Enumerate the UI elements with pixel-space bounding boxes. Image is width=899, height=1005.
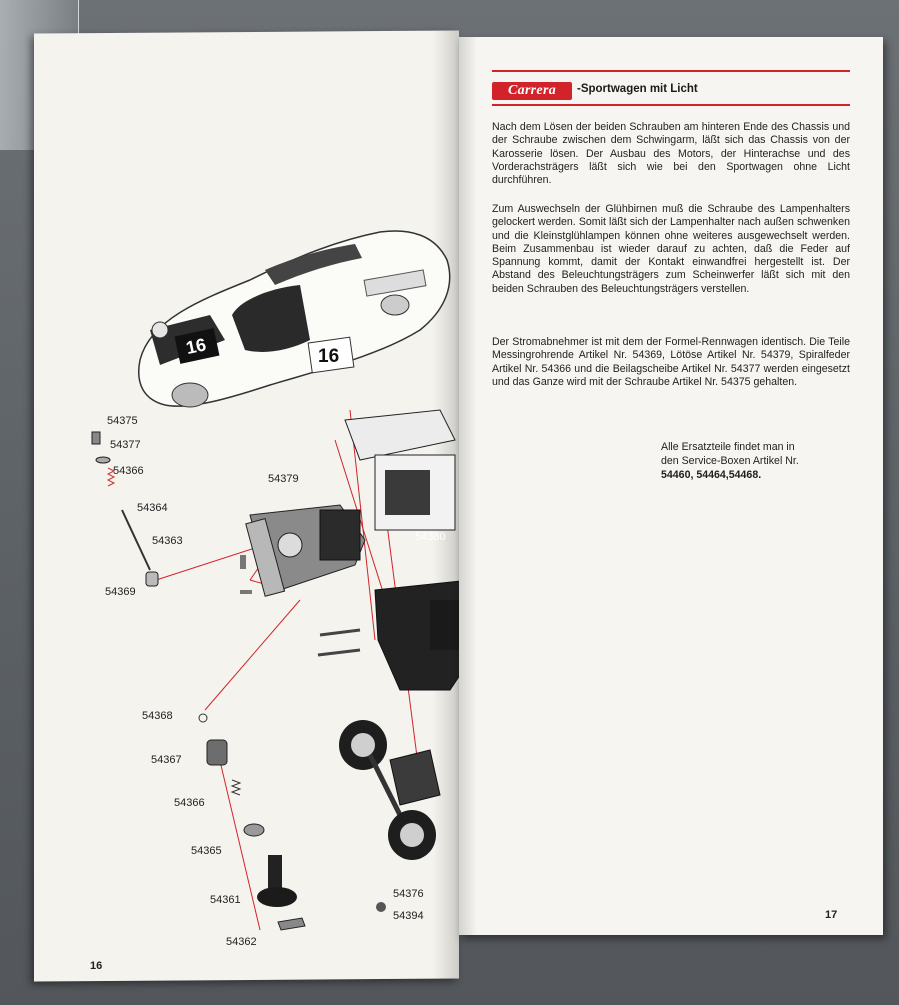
- car-body-illustration: 16 16: [138, 230, 451, 408]
- part-label-54375: 54375: [107, 415, 138, 427]
- rear-axle-illustration: [339, 720, 441, 912]
- part-label-54377: 54377: [110, 439, 141, 451]
- part-label-54363: 54363: [152, 535, 183, 547]
- header-rule-bottom: [492, 104, 850, 106]
- header-rule-top: [492, 70, 850, 72]
- car-number-front: 16: [184, 334, 208, 358]
- paragraph-chassis-removal: Nach dem Lösen der beiden Schrauben am h…: [492, 121, 850, 187]
- page-number-left: 16: [90, 960, 103, 972]
- part-label-54369: 54369: [105, 586, 136, 598]
- small-parts-column: [91, 431, 159, 587]
- spares-note-article-numbers: 54460, 54464,54468.: [661, 469, 762, 481]
- part-label-54367: 54367: [151, 754, 182, 766]
- part-label-54361: 54361: [210, 894, 241, 906]
- part-label-54364: 54364: [137, 502, 168, 514]
- right-page: Carrera -Sportwagen mit Licht Nach dem L…: [459, 37, 883, 935]
- part-label-54366-keel: 54366: [174, 797, 205, 809]
- spares-note-line2: den Service-Boxen Artikel Nr.: [661, 455, 799, 467]
- part-label-54362: 54362: [226, 936, 257, 948]
- part-label-54379: 54379: [268, 473, 299, 485]
- guide-assembly: [240, 504, 366, 597]
- carrera-logo: Carrera: [492, 82, 572, 100]
- guide-keel-parts: [198, 713, 306, 931]
- paragraph-current-collector: Der Stromabnehmer ist mit dem der Formel…: [492, 336, 850, 388]
- part-label-54366: 54366: [113, 465, 144, 477]
- part-label-54394: 54394: [393, 910, 424, 922]
- part-label-54368: 54368: [142, 710, 173, 722]
- page-heading: -Sportwagen mit Licht: [577, 83, 698, 95]
- car-number-side: 16: [318, 346, 339, 367]
- part-label-54380: 54380: [415, 531, 446, 543]
- part-label-54365: 54365: [191, 845, 222, 857]
- page-number-right: 17: [825, 909, 838, 921]
- paragraph-bulb-replacement: Zum Auswechseln der Glühbirnen muß die S…: [492, 203, 850, 295]
- spares-note-line1: Alle Ersatzteile findet man in: [661, 441, 795, 453]
- part-label-54376: 54376: [393, 888, 424, 900]
